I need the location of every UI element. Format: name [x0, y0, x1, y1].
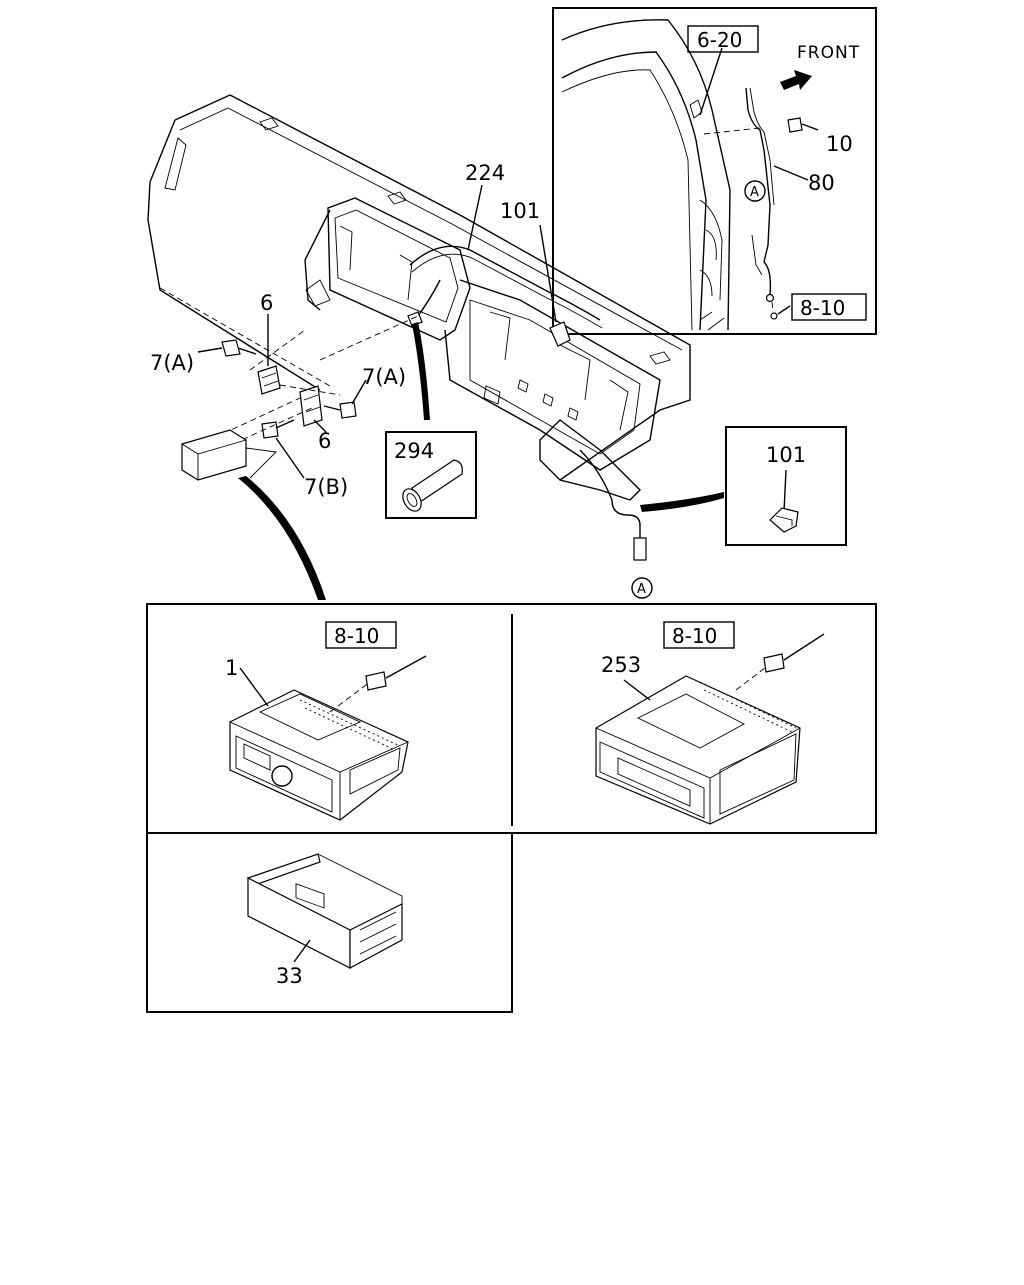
ref-box-8-10-radio2: [663, 621, 735, 649]
part-label-224: 224: [465, 161, 505, 185]
radio-unit-1: [229, 655, 427, 909]
bracket-group: 6 6 7(A) 7(A) 7(B): [150, 291, 419, 499]
sleeve-294-icon: [411, 459, 463, 503]
bolt-10-icon: [787, 117, 803, 133]
clip-101-icon: [769, 507, 799, 533]
ref-8-10-inset: 8-10: [800, 296, 845, 320]
part-label-1: 1: [225, 656, 238, 680]
part-label-7a-right: 7(A): [362, 365, 406, 389]
pointer-101: [640, 492, 724, 512]
inset-pillar-inner: [561, 51, 707, 331]
bolt-7a-right-icon: [339, 401, 357, 419]
antenna-lead: [611, 499, 641, 540]
pocket-33: [247, 853, 403, 970]
lower-panel: [539, 419, 641, 501]
radio-frame-bottom: [146, 833, 513, 1013]
bracket-6-bottom: [299, 385, 323, 427]
svg-text:A: A: [637, 582, 646, 597]
bolt-7b-icon: [261, 421, 279, 439]
inset-frame: [552, 7, 877, 335]
part-label-6-bottom: 6: [318, 429, 331, 453]
harness-224: [409, 245, 601, 321]
bracket-6-top: [257, 365, 281, 395]
pointer-radio: [238, 476, 326, 600]
part-label-253: 253: [601, 653, 641, 677]
ref-8-10-radio1: 8-10: [334, 624, 379, 648]
detail-294-frame: [385, 431, 477, 519]
ref-8-10-radio2: 8-10: [672, 624, 717, 648]
dashboard-assembly: A 224 101: [147, 94, 691, 599]
antenna-cable: [745, 87, 772, 296]
detail-101-frame: [725, 426, 847, 546]
radio-unit-253: [595, 633, 825, 825]
svg-text:A: A: [750, 185, 759, 200]
part-label-33: 33: [276, 964, 303, 988]
ref-6-20: 6-20: [697, 28, 742, 52]
part-label-294: 294: [394, 439, 434, 463]
center-stack: [444, 279, 661, 471]
radio-slot-box: [181, 429, 247, 481]
front-arrow-icon: [780, 70, 812, 90]
detail-294: 294: [385, 322, 477, 519]
ref-box-8-10-inset: [791, 293, 867, 321]
ref-box-6-20: [687, 25, 759, 53]
detail-101: 101: [640, 426, 847, 546]
part-label-80: 80: [808, 171, 835, 195]
inset-antenna-panel: 6-20 8-10 FRONT 10 80 A: [552, 7, 877, 335]
front-label: FRONT: [797, 43, 860, 63]
radio-options-panel: 8-10 1 8-10 253 33: [146, 603, 877, 1013]
cluster-opening: [327, 197, 471, 341]
part-label-101-main: 101: [500, 199, 540, 223]
circle-a-main: [631, 577, 653, 599]
clip-101-main: [549, 321, 571, 347]
dashboard-outline: [174, 94, 691, 481]
part-label-6-top: 6: [260, 291, 273, 315]
ref-box-8-10-radio1: [325, 621, 397, 649]
inset-pillar-outer: [561, 19, 731, 331]
circle-a-inset: [744, 180, 766, 202]
part-label-7a-left: 7(A): [150, 351, 194, 375]
pointer-294: [412, 322, 430, 420]
bolt-7a-left-icon: [221, 339, 241, 357]
part-label-7b: 7(B): [304, 475, 348, 499]
part-label-101-detail: 101: [766, 443, 806, 467]
part-label-10: 10: [826, 132, 853, 156]
